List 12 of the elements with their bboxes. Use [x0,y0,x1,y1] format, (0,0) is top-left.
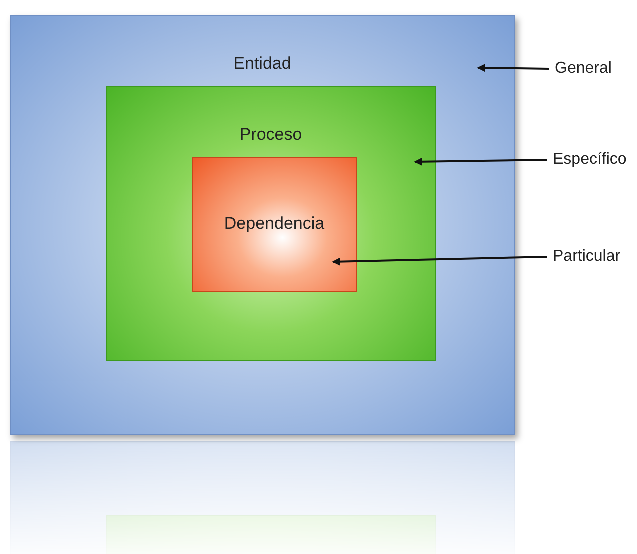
level-label: Particular [553,248,621,266]
box-title: Entidad [232,54,292,74]
arrow [414,158,548,166]
arrow [332,256,548,266]
outer-box [10,15,515,435]
arrow [477,64,550,72]
box-title: Proceso [238,125,304,145]
middle-box [106,86,436,361]
level-label: General [555,60,612,78]
level-label: Específico [553,151,627,169]
box-title: Dependencia [223,214,326,234]
inner-box [192,157,357,292]
